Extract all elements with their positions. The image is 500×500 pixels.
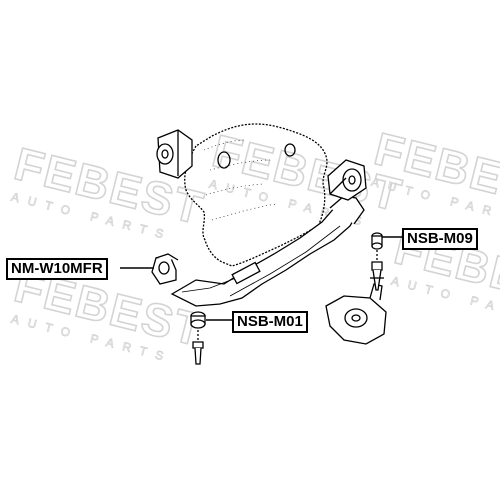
nsb-m01-bushing-stack [190,311,206,365]
rear-mount-bottom-right [325,283,387,345]
part-label-nsb-m09[interactable]: NSB-M09 [402,228,478,250]
subframe-crossmember [170,195,365,307]
part-label-nm-w10mfr[interactable]: NM-W10MFR [6,258,108,280]
engine-block [184,123,328,267]
part-label-nsb-m01[interactable]: NSB-M01 [232,311,308,333]
engine-mount-top-right [327,159,367,201]
nm-w10mfr-mount-bracket [151,253,179,285]
leader-lines [120,236,402,321]
engine-mount-top-left [156,129,193,179]
nsb-m09-bushing-stack [370,232,384,291]
